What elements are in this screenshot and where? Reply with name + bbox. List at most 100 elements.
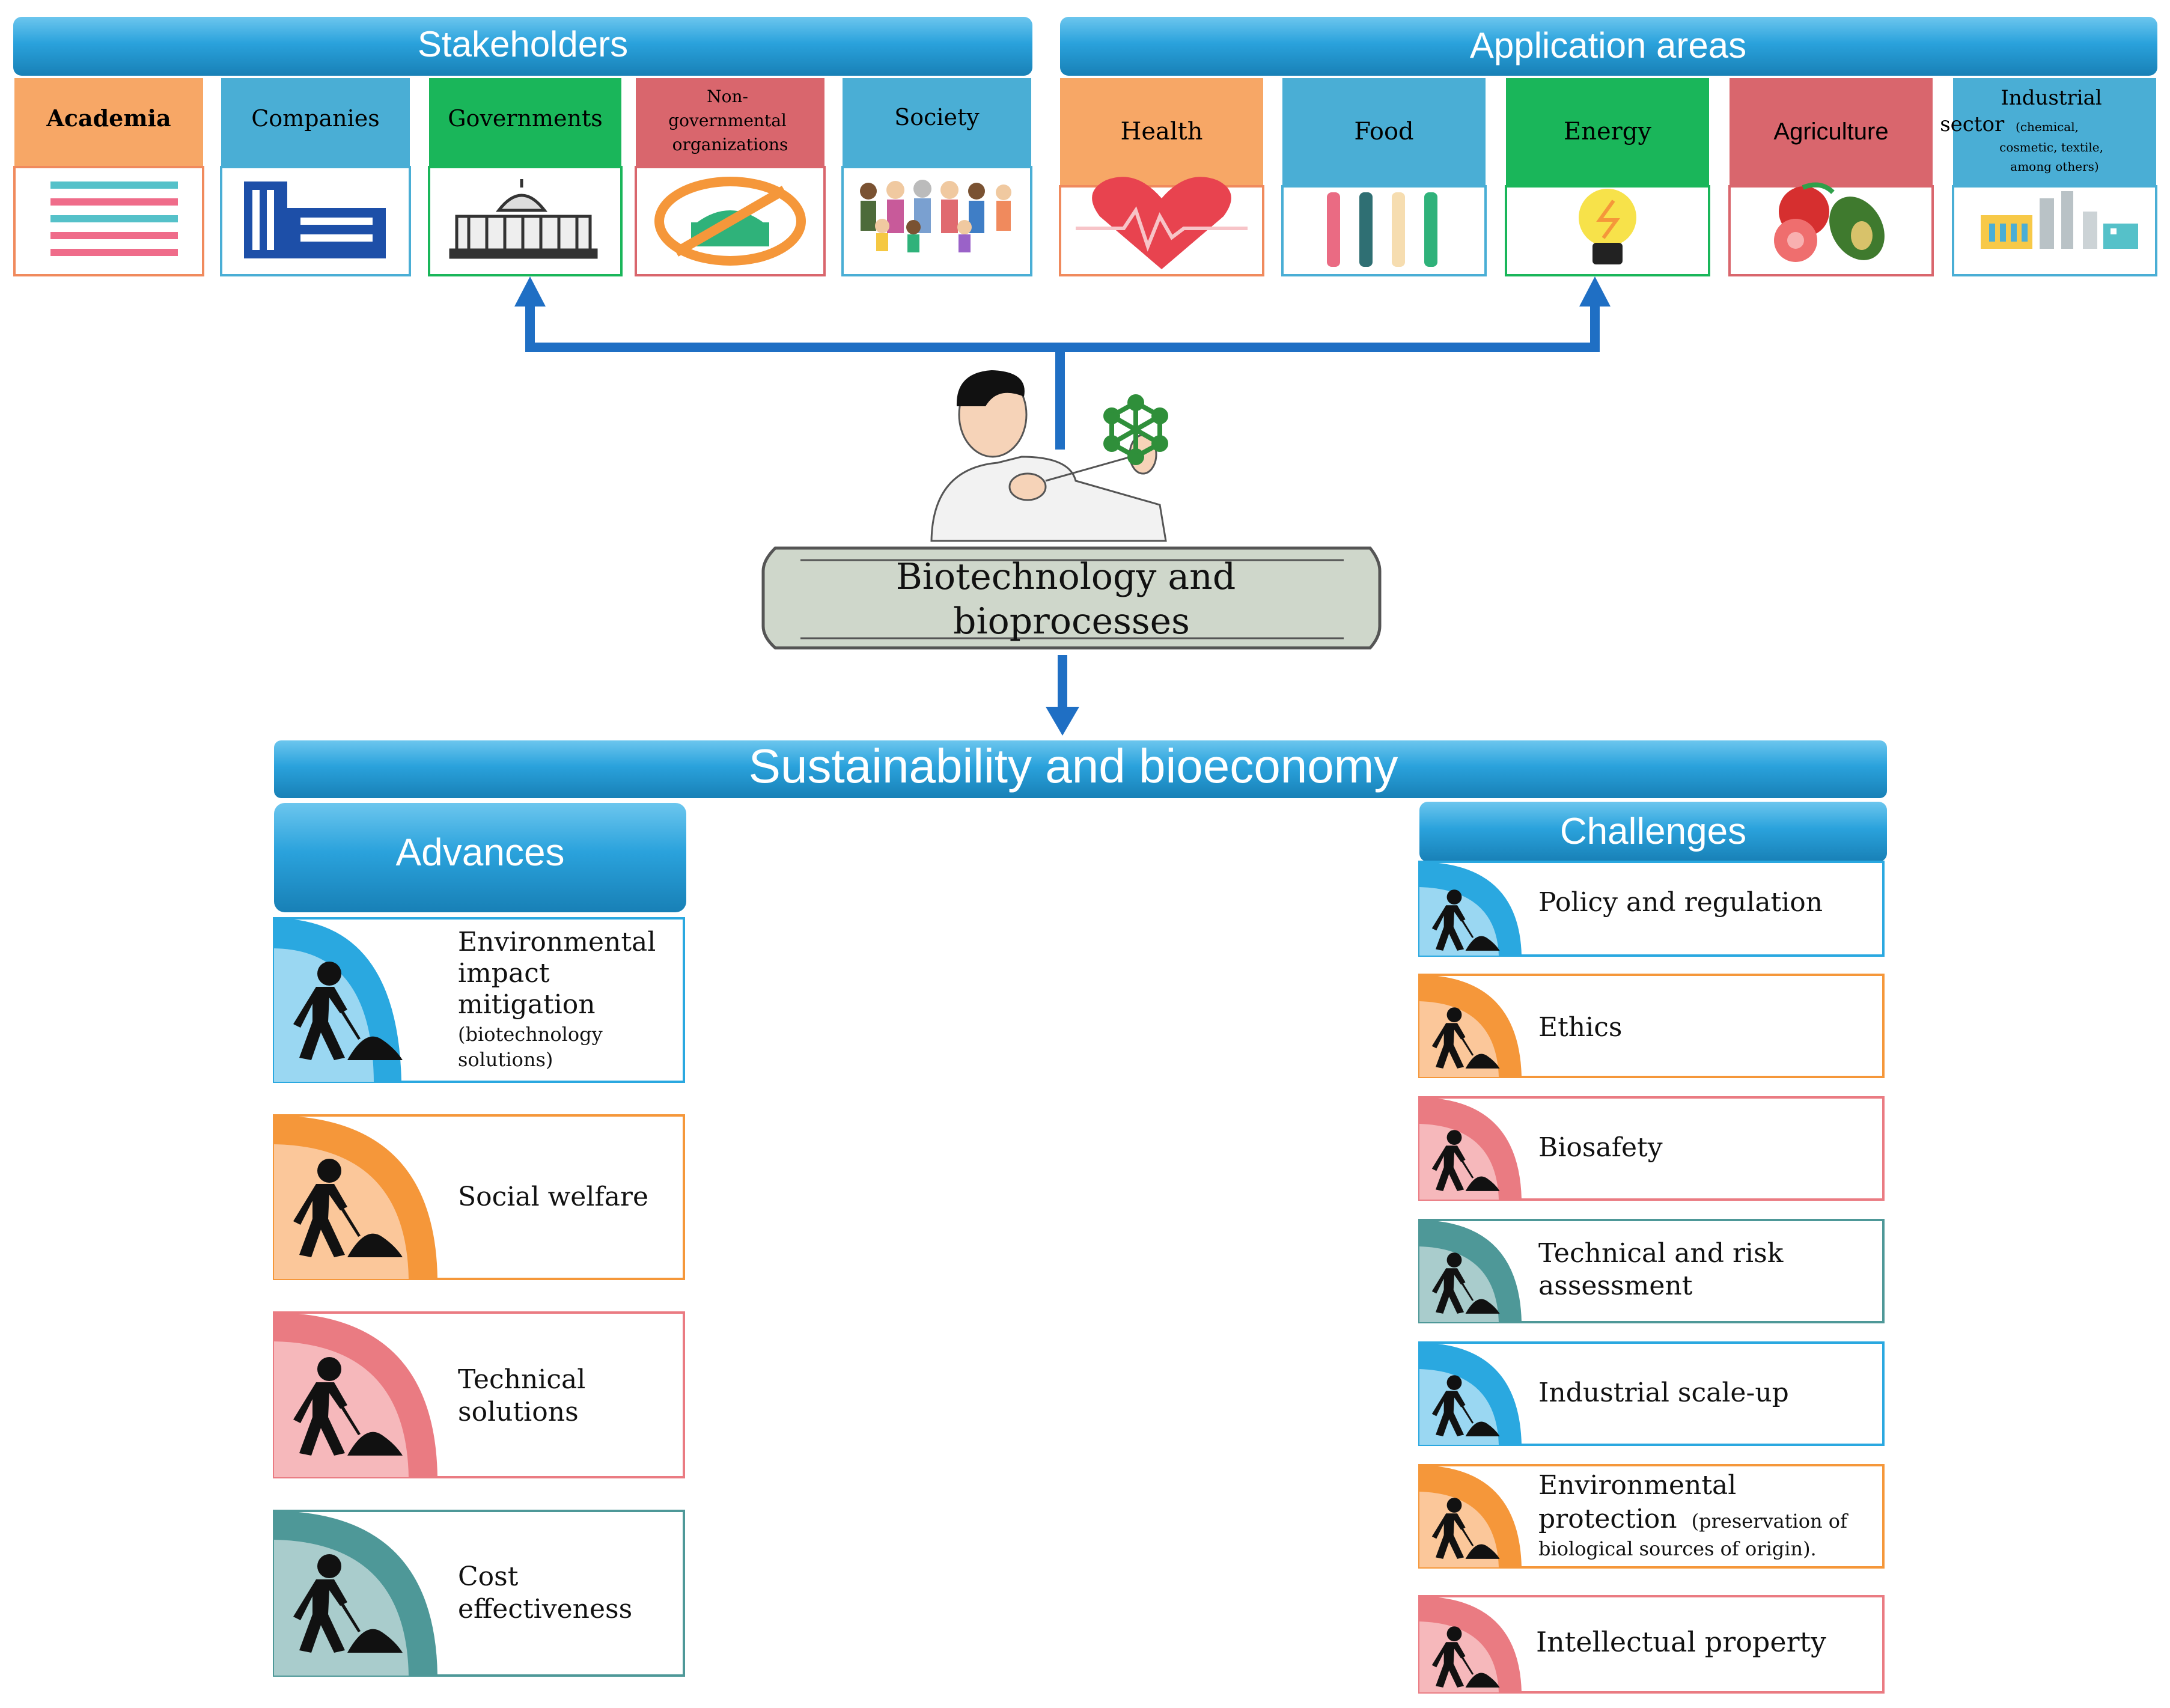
stakeholder-label: Academia	[46, 105, 171, 132]
application-areas-section: Application areas	[1060, 17, 2157, 76]
application-card-health: Health	[1059, 78, 1264, 276]
advance-card-cost-effectiveness: Cost effectiveness	[273, 1510, 685, 1677]
application-card-food: Food	[1281, 78, 1487, 276]
stakeholder-card-header	[429, 78, 621, 167]
biotechnology-title-line: Biotechnology and	[896, 556, 1236, 598]
challenge-card-technical-risk: Technical and risk assessment	[1418, 1219, 1885, 1323]
stakeholder-label: Companies	[251, 105, 380, 132]
stakeholder-label: Non- governmental organizations	[668, 87, 792, 154]
stakeholder-card-ngo: Non- governmental organizations	[635, 78, 826, 276]
challenge-card-biosafety: Biosafety	[1418, 1096, 1885, 1201]
challenge-card-scale-up: Industrial scale-up	[1418, 1341, 1885, 1446]
stakeholder-label-line: Non-	[707, 87, 748, 106]
sustainability-title: Sustainability and bioeconomy	[749, 739, 1398, 793]
stakeholder-card-header	[221, 78, 410, 167]
advance-label-line: Technical	[458, 1364, 585, 1395]
advances-header-group: Advances	[274, 803, 686, 912]
stakeholder-label-line: organizations	[672, 135, 788, 154]
challenge-label-small: biological sources of origin).	[1538, 1537, 1817, 1560]
advance-label: Cost effectiveness	[458, 1561, 632, 1624]
application-label: Agriculture	[1773, 118, 1888, 145]
lightbulb-icon	[1579, 189, 1636, 264]
down-arrow	[1046, 655, 1079, 736]
advance-label: Social welfare	[458, 1182, 648, 1212]
advance-label-line: impact	[458, 958, 550, 989]
challenge-card-intellectual-property: Intellectual property	[1418, 1595, 1885, 1694]
advance-label-line: solutions	[458, 1397, 579, 1427]
company-building-icon	[244, 181, 386, 258]
challenge-label: Environmental protection (preservation o…	[1538, 1470, 1856, 1560]
stakeholder-card-society: Society	[841, 78, 1032, 276]
challenge-label: Ethics	[1538, 1012, 1622, 1043]
application-label-small: cosmetic, textile,	[1999, 140, 2103, 154]
advance-label-line: Environmental	[458, 927, 656, 957]
challenges-header-group: Challenges	[1419, 802, 1887, 862]
advances-title: Advances	[395, 831, 564, 874]
challenge-card-environmental-protection: Environmental protection (preservation o…	[1418, 1464, 1885, 1569]
stakeholder-label-line: governmental	[668, 111, 787, 130]
advance-label-line: mitigation	[458, 989, 596, 1020]
top-connector-arrows	[514, 276, 1611, 450]
application-card-energy: Energy	[1505, 78, 1710, 276]
challenge-card-policy: Policy and regulation	[1418, 861, 1885, 957]
sustainability-banner-group: Sustainability and bioeconomy	[274, 739, 1887, 798]
challenge-label: Policy and regulation	[1538, 887, 1823, 918]
application-card-header	[1282, 78, 1486, 186]
advance-label: Technical solutions	[458, 1364, 594, 1427]
molecule-icon	[1103, 394, 1168, 465]
application-card-agriculture: Agriculture	[1728, 78, 1934, 276]
challenges-header	[1419, 802, 1887, 862]
challenge-label: Biosafety	[1538, 1132, 1663, 1163]
application-card-body	[1281, 185, 1487, 276]
stakeholder-card-header	[14, 78, 203, 167]
vegetables-icon	[1774, 182, 1885, 262]
application-label-line: sector	[1940, 112, 2005, 136]
advance-label-line: Cost	[458, 1561, 519, 1592]
advances-header	[274, 803, 686, 912]
challenges-title: Challenges	[1560, 811, 1746, 852]
application-label: Energy	[1564, 118, 1651, 145]
stakeholder-card-academia: Academia	[13, 78, 204, 276]
heart-pulse-icon	[1076, 177, 1248, 269]
application-label-small: (chemical,	[2016, 120, 2079, 134]
stakeholder-card-companies: Companies	[220, 78, 411, 276]
application-label-line: Industrial	[2001, 86, 2101, 110]
stakeholder-card-header	[843, 78, 1031, 167]
advance-label-small: solutions)	[458, 1048, 553, 1071]
challenge-label-line: assessment	[1538, 1270, 1693, 1301]
challenge-label-small: (preservation of	[1692, 1510, 1848, 1533]
application-label: Health	[1120, 118, 1202, 145]
application-label: Food	[1354, 118, 1413, 145]
stakeholder-card-header	[636, 78, 824, 167]
application-label-small: among others)	[2010, 159, 2098, 174]
application-card-header	[1060, 78, 1263, 186]
books-icon	[50, 181, 178, 256]
application-areas-banner	[1060, 17, 2157, 76]
stakeholders-section: Stakeholders	[13, 17, 1032, 76]
advance-card-technical-solutions: Technical solutions	[273, 1311, 685, 1478]
application-card-industrial: Industrial sector (chemical, cosmetic, t…	[1940, 78, 2157, 276]
stakeholder-label: Society	[894, 104, 980, 130]
biotechnology-title: Biotechnology and bioprocesses	[896, 556, 1248, 642]
challenge-card-ethics: Ethics	[1418, 974, 1885, 1078]
cutlery-icon	[1327, 192, 1437, 267]
biotechnology-title-line: bioprocesses	[953, 600, 1190, 642]
crossed-out-building-icon	[654, 177, 806, 266]
advance-label-line: effectiveness	[458, 1594, 632, 1624]
capitol-building-icon	[449, 179, 598, 259]
advance-card-environmental-impact: Environmental impact mitigation (biotech…	[273, 917, 685, 1083]
challenge-label: Intellectual property	[1536, 1626, 1826, 1658]
application-areas-title: Application areas	[1470, 25, 1746, 66]
advance-card-social-welfare: Social welfare	[273, 1114, 685, 1280]
challenge-label-line: Technical and risk	[1538, 1238, 1784, 1269]
scientist-icon	[930, 370, 1167, 542]
challenge-label: Industrial scale-up	[1538, 1377, 1789, 1408]
advance-label-small: (biotechnology	[458, 1023, 603, 1046]
application-card-header	[1953, 78, 2156, 186]
application-card-header	[1730, 78, 1933, 186]
factory-icon	[1981, 191, 2138, 249]
stakeholder-label: Governments	[448, 105, 603, 132]
sustainability-banner	[274, 740, 1887, 798]
biotechnology-box: Biotechnology and bioprocesses	[761, 546, 1382, 650]
